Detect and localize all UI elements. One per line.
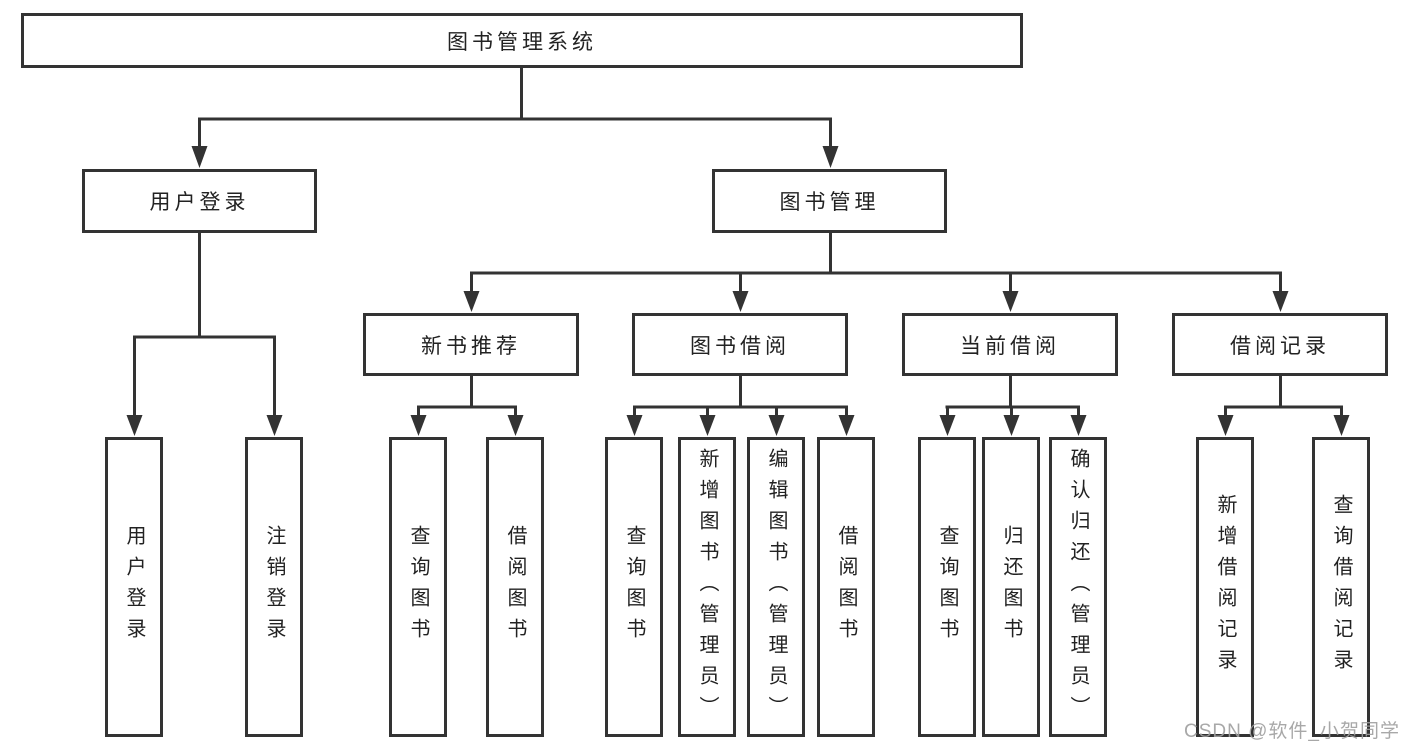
node-user-login-label: 用户登录	[149, 191, 250, 214]
leaf-newbooks-query-books: 查询图书	[389, 437, 447, 737]
leaf-borrow-query-books-label: 查询图书	[623, 525, 645, 649]
leaf-current-query-books-label: 查询图书	[936, 525, 958, 649]
leaf-user-login-label: 用户登录	[123, 525, 145, 649]
leaf-borrow-add-books-admin: 新增图书（管理员）	[678, 437, 736, 737]
leaf-current-confirm-return-admin: 确认归还（管理员）	[1049, 437, 1107, 737]
leaf-records-add-record-label: 新增借阅记录	[1214, 494, 1236, 680]
node-book-management-label: 图书管理	[779, 191, 880, 214]
leaf-logout-label: 注销登录	[263, 525, 285, 649]
leaf-records-query-record: 查询借阅记录	[1312, 437, 1370, 737]
arrowheads	[126, 146, 1350, 436]
leaf-newbooks-query-books-label: 查询图书	[407, 525, 429, 649]
node-current-borrow: 当前借阅	[902, 313, 1118, 376]
leaf-records-query-record-label: 查询借阅记录	[1330, 494, 1352, 680]
node-borrow-records: 借阅记录	[1172, 313, 1388, 376]
leaf-logout: 注销登录	[245, 437, 303, 737]
node-book-borrow-label: 图书借阅	[690, 334, 790, 358]
node-user-login: 用户登录	[82, 169, 317, 233]
leaf-records-add-record: 新增借阅记录	[1196, 437, 1254, 737]
leaf-user-login: 用户登录	[105, 437, 163, 737]
leaf-borrow-lend-books: 借阅图书	[817, 437, 875, 737]
leaf-borrow-edit-books-admin: 编辑图书（管理员）	[747, 437, 805, 737]
leaf-current-confirm-return-admin-label: 确认归还（管理员）	[1067, 447, 1089, 727]
leaf-borrow-lend-books-label: 借阅图书	[835, 525, 857, 649]
leaf-newbooks-borrow-books: 借阅图书	[486, 437, 544, 737]
root-node-label: 图书管理系统	[447, 30, 597, 54]
leaf-current-query-books: 查询图书	[918, 437, 976, 737]
watermark: CSDN @软件_小贺同学	[1184, 721, 1400, 742]
node-book-borrow: 图书借阅	[632, 313, 848, 376]
root-node: 图书管理系统	[21, 13, 1023, 68]
leaf-current-return-books-label: 归还图书	[1000, 525, 1022, 649]
leaf-borrow-query-books: 查询图书	[605, 437, 663, 737]
leaf-current-return-books: 归还图书	[982, 437, 1040, 737]
node-borrow-records-label: 借阅记录	[1230, 334, 1330, 358]
leaf-borrow-edit-books-admin-label: 编辑图书（管理员）	[765, 447, 787, 727]
leaf-borrow-add-books-admin-label: 新增图书（管理员）	[696, 447, 718, 727]
leaf-newbooks-borrow-books-label: 借阅图书	[504, 525, 526, 649]
node-current-borrow-label: 当前借阅	[960, 334, 1060, 358]
node-book-management: 图书管理	[712, 169, 947, 233]
node-new-book-recommend-label: 新书推荐	[421, 334, 521, 358]
node-new-book-recommend: 新书推荐	[363, 313, 579, 376]
